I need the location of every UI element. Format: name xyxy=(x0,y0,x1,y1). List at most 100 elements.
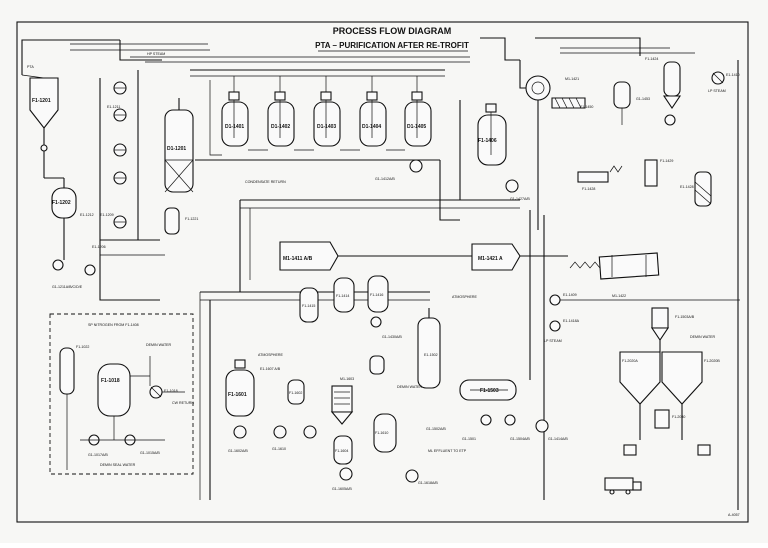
label-g1-1427: G1-1427A/B xyxy=(510,197,530,201)
label-f1-1429: F1-1429 xyxy=(660,159,673,163)
pump-icon xyxy=(505,179,519,193)
label-f1-1610: F1-1610 xyxy=(375,431,388,435)
label-f1-2030: F1-2030 xyxy=(672,415,685,419)
pump-icon xyxy=(84,264,96,276)
vessel-f1-1221 xyxy=(164,207,180,235)
label-e1-1018: E1-1018 xyxy=(164,389,178,393)
label-f1-1604: F1-1604 xyxy=(335,449,348,453)
label-e1-1211: E1-1211 xyxy=(107,105,120,109)
stream-lp-steam: LP STEAM xyxy=(708,89,726,93)
label-f1-1601: F1-1601 xyxy=(228,392,247,398)
exchanger-train xyxy=(99,70,165,301)
label-g1-1015: G1-1015A/B xyxy=(140,451,160,455)
crystallizer-d1-1405 xyxy=(404,91,432,147)
pump-icon xyxy=(370,316,382,328)
pump-icon xyxy=(52,259,64,271)
label-g1-1430: G1-1430A/B xyxy=(382,335,402,339)
label-m1-1411: M1-1411 A/B xyxy=(283,256,313,262)
stream-demin-water: DEMIN WATER xyxy=(397,385,423,389)
label-g1-1502: G1-1502A/B xyxy=(426,427,446,431)
label-g1-1414: G1-1414A/B xyxy=(548,437,568,441)
label-f1-2020a: F1-2020A xyxy=(622,359,638,363)
sheet-border xyxy=(16,21,749,523)
pump-icon xyxy=(303,425,317,439)
filter-f1-1503 xyxy=(650,307,670,352)
label-d1-1401: D1-1401 xyxy=(225,124,244,130)
bin-f1-2030 xyxy=(654,409,670,429)
dryer-e1-1428 xyxy=(694,171,712,207)
label-m1-1603: M1-1603 xyxy=(340,377,354,381)
stream-demin-water-3: DEMIN WATER xyxy=(690,335,716,339)
label-e1-1410: E1-1410 xyxy=(726,73,740,77)
heat-exchanger-icon xyxy=(549,294,561,306)
filter-m1-1421a xyxy=(471,243,521,271)
vessel-f1-1202 xyxy=(44,177,77,260)
label-e1-1209: E1-1209 xyxy=(100,213,114,217)
truck-icon xyxy=(604,477,642,495)
label-f1-1424: F1-1424 xyxy=(645,57,658,61)
label-e1-1418: E1-1418A xyxy=(563,319,580,323)
flash-vessel-f1-1406 xyxy=(459,100,507,201)
label-d1-1405: D1-1405 xyxy=(407,124,426,130)
pump-icon xyxy=(233,425,247,439)
label-g1-1504: G1-1504A/B xyxy=(510,437,530,441)
vessel-f1-1022 xyxy=(59,347,75,395)
label-f1-1221: F1-1221 xyxy=(185,217,198,221)
label-f1-1503: F1-1503A/B xyxy=(675,315,695,319)
pump-icon xyxy=(664,114,676,126)
reactor-d1-1201 xyxy=(164,98,194,193)
stream-cw-return: CW RETURN xyxy=(172,401,194,405)
tank-f1-1018 xyxy=(97,363,131,417)
label-m1-1421a: M1-1421 A xyxy=(478,256,503,262)
label-f1-1406: F1-1406 xyxy=(478,138,497,144)
inset-box-demin-seal-water xyxy=(49,313,194,475)
diagram-title: PROCESS FLOW DIAGRAM xyxy=(333,26,452,36)
stream-lp-steam-2: LP STEAM xyxy=(544,339,562,343)
pump-icon xyxy=(409,159,423,173)
label-f1-2020b: F1-2020B xyxy=(704,359,720,363)
label-d1-1403: D1-1403 xyxy=(317,124,336,130)
pump-icon xyxy=(273,425,287,439)
inset-box-title: DEMIN SEAL WATER xyxy=(100,463,136,467)
label-g1-1602: G1-1602A/B xyxy=(228,449,248,453)
label-d1-1402: D1-1402 xyxy=(271,124,290,130)
label-f1-1428: F1-1428 xyxy=(582,187,595,191)
vessel-f1-1429 xyxy=(644,159,658,187)
bagging-unit-icon xyxy=(623,444,637,456)
centrifuge-m1-1421 xyxy=(519,60,586,230)
tank-f1-1424 xyxy=(613,81,631,125)
silo-f1-2020b xyxy=(661,351,703,405)
label-g1-1605: G1-1605A/B xyxy=(332,487,352,491)
stream-atmosphere-2: ATMOSPHERE xyxy=(258,353,283,357)
tank-f1-1601 xyxy=(225,359,255,417)
label-e1-1409: E1-1409 xyxy=(563,293,577,297)
hopper-f1-1201 xyxy=(21,74,59,178)
pump-icon xyxy=(504,414,516,426)
label-m1-1421-top: M1-1421 xyxy=(565,77,579,81)
pump-icon xyxy=(405,469,419,483)
label-f1-1415: F1-1415 xyxy=(302,304,315,308)
pump-icon xyxy=(535,419,549,433)
label-g1-1618: G1-1618A/B xyxy=(418,481,438,485)
heat-exchanger-icon xyxy=(549,320,561,332)
column-e1-1502 xyxy=(417,308,441,389)
vessel-f1-1416 xyxy=(367,275,389,313)
vessel-f1-1414 xyxy=(333,277,355,313)
label-e1-1428: E1-1428 xyxy=(680,185,694,189)
label-g1-1501: G1-1501 xyxy=(462,437,476,441)
pump-icon xyxy=(480,414,492,426)
vessel-small xyxy=(369,355,385,375)
label-e1-1502: E1-1502 xyxy=(424,353,438,357)
label-f1-1602: F1-1602 xyxy=(289,391,302,395)
filter-m1-1411 xyxy=(279,241,339,271)
label-d1-1404: D1-1404 xyxy=(362,124,381,130)
label-g1-1453: G1-1453 xyxy=(636,97,650,101)
stream-pta: PTA xyxy=(27,65,34,69)
bagging-unit-icon xyxy=(697,444,711,456)
tank-f1-1453 xyxy=(662,61,682,109)
top-header-lines xyxy=(21,37,695,77)
drawing-reference: A-4057 xyxy=(728,513,740,517)
stream-atmosphere: ATMOSPHERE xyxy=(452,295,477,299)
diagram-subtitle: PTA – PURIFICATION AFTER RE-TROFIT xyxy=(315,41,469,50)
